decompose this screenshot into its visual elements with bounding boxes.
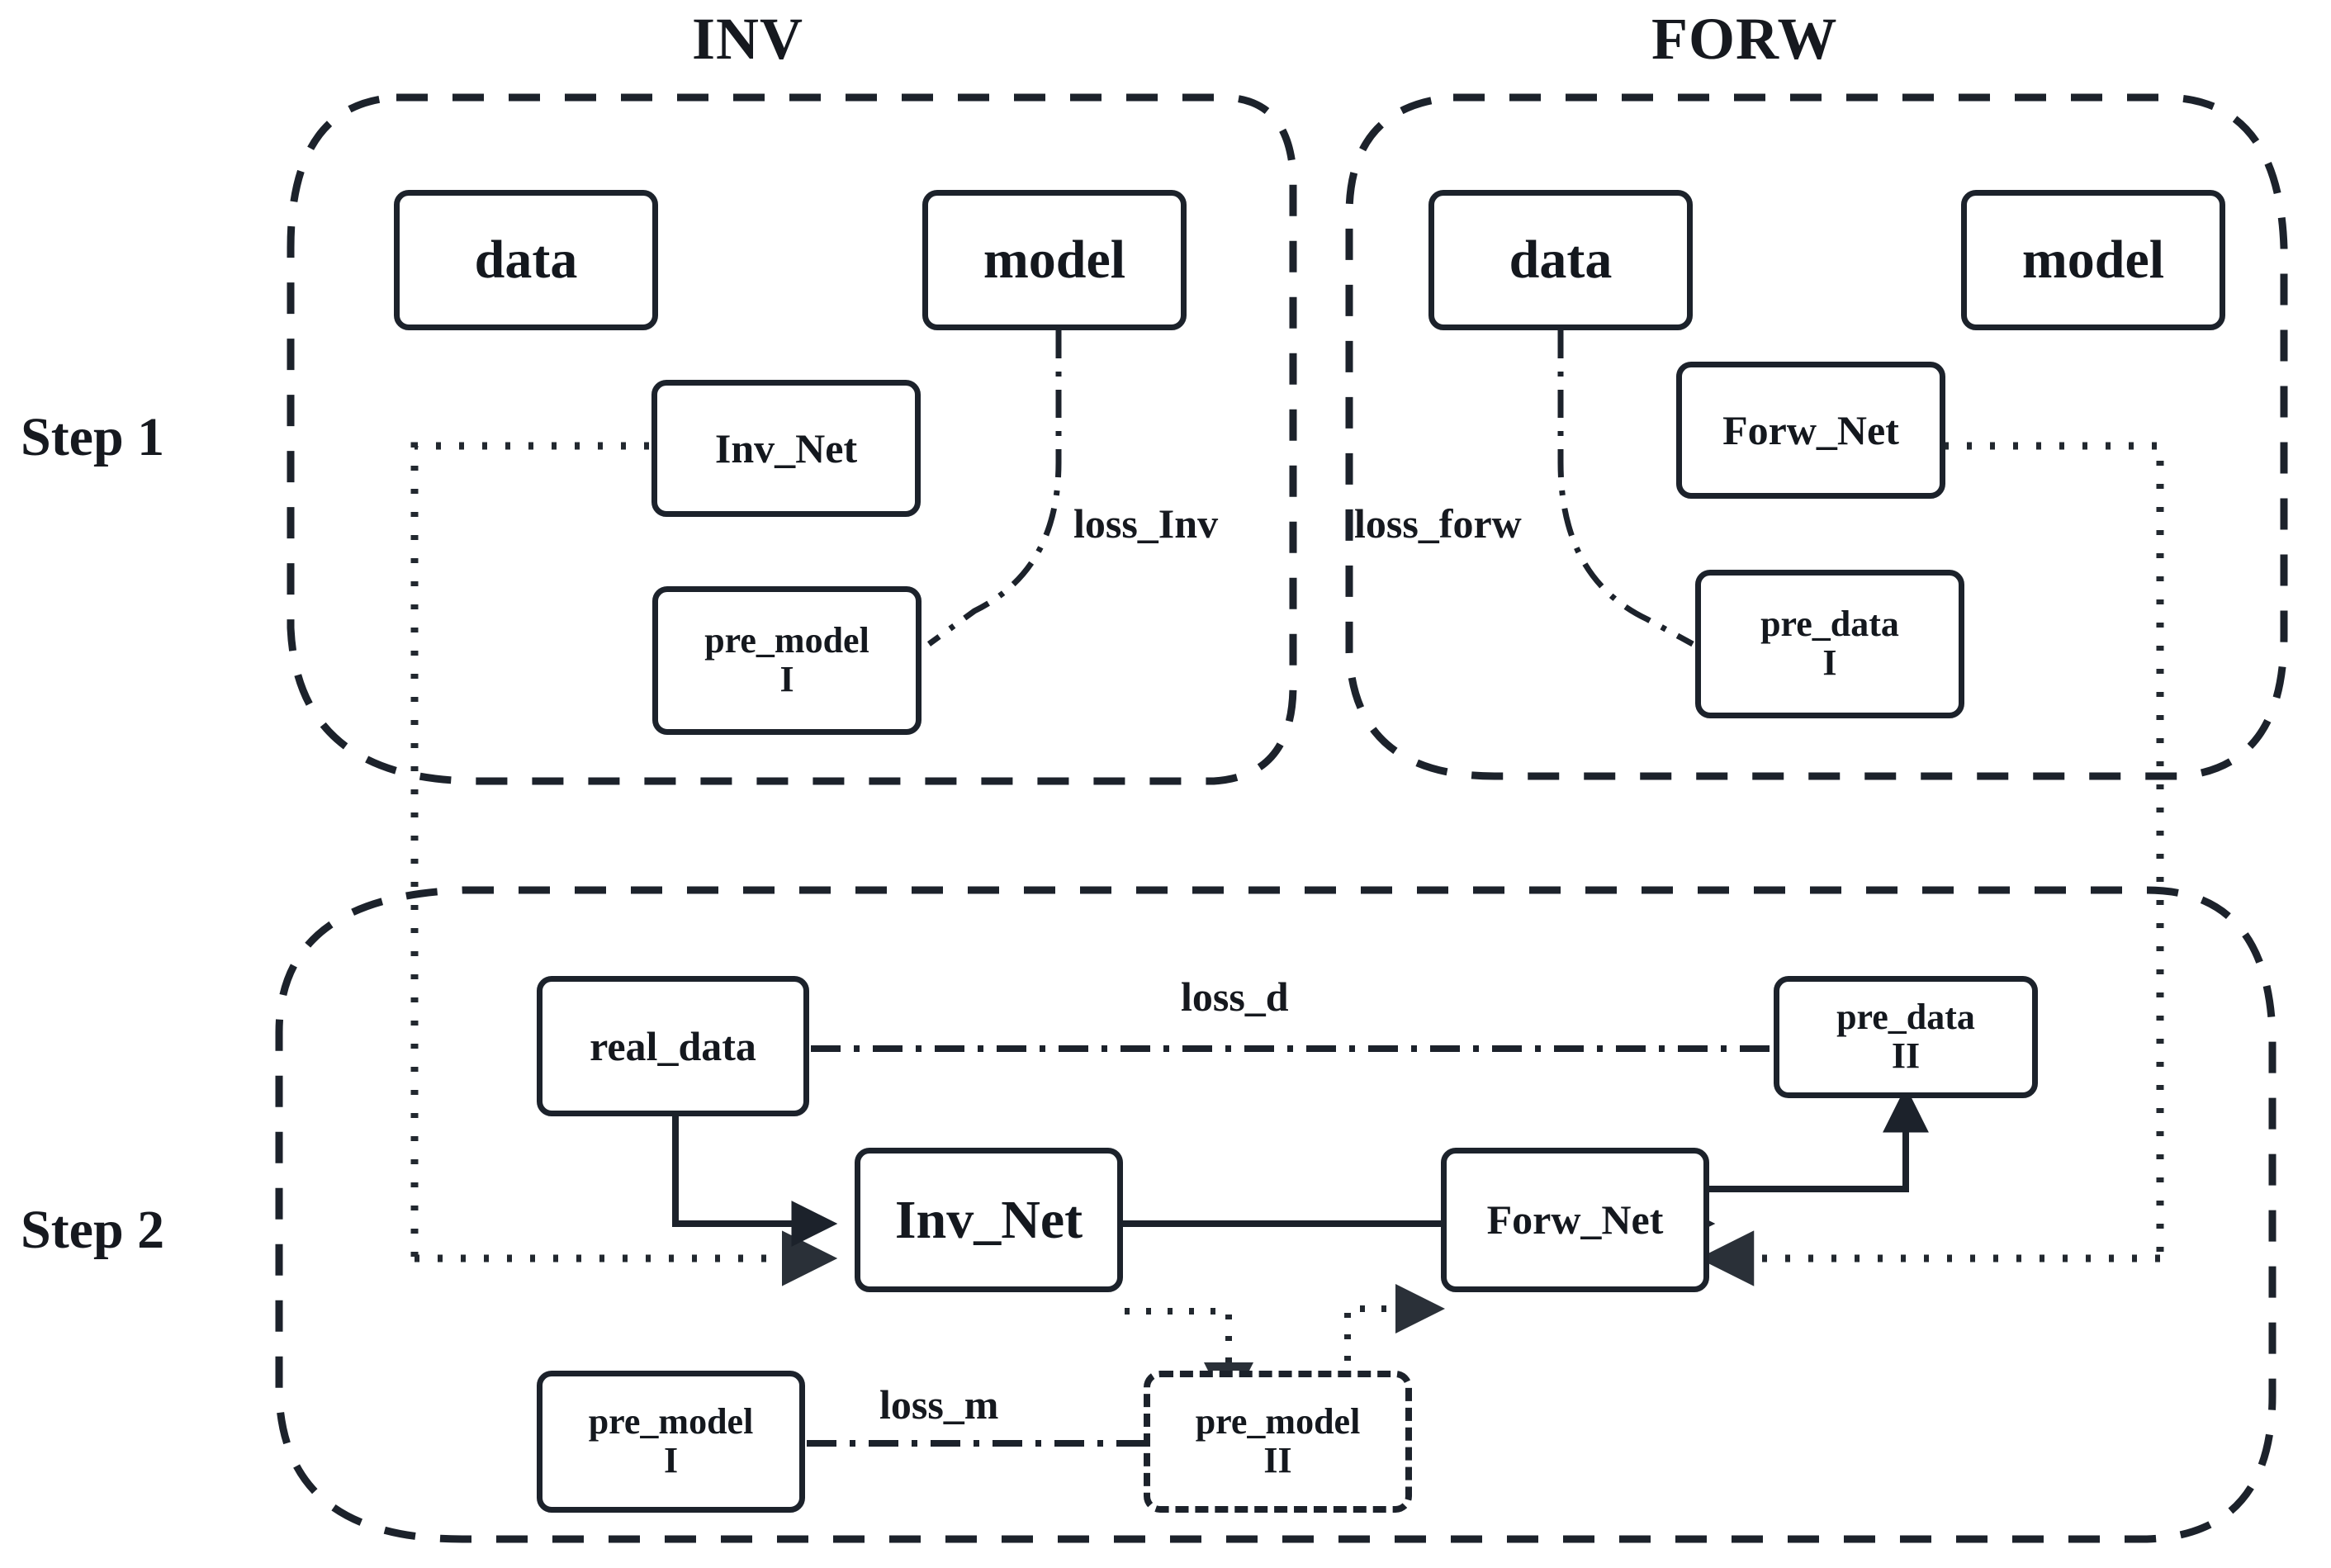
- node-forw-net-step1[interactable]: Forw_Net: [1676, 362, 1945, 499]
- node-forw-net-step1-label: Forw_Net: [1722, 406, 1899, 453]
- inv-net-weight-transfer-connector[interactable]: [410, 442, 649, 1258]
- node-pre-data-2[interactable]: pre_data II: [1774, 976, 2038, 1098]
- loss-m-label: loss_m: [879, 1381, 999, 1428]
- forw-group-title: FORW: [1651, 6, 1838, 72]
- node-pre-data-2-label: pre_data II: [1836, 997, 1975, 1076]
- node-pre-model-1-step2[interactable]: pre_model I: [537, 1371, 805, 1513]
- node-pre-model-2-label: pre_model II: [1195, 1401, 1361, 1480]
- node-inv-model-label: model: [983, 230, 1126, 291]
- pre-model-to-forw-net-connector: [1344, 1284, 1445, 1404]
- loss-inv-connector: [926, 330, 1062, 647]
- node-pre-model-1-step1[interactable]: pre_model I: [652, 586, 922, 735]
- loss-forw-label: loss_forw: [1354, 500, 1522, 547]
- node-inv-net-step2-label: Inv_Net: [894, 1189, 1083, 1250]
- node-pre-model-2[interactable]: pre_model II: [1144, 1371, 1412, 1513]
- node-real-data[interactable]: real_data: [537, 976, 809, 1116]
- real-data-to-inv-net-connector: [672, 1115, 838, 1247]
- forw-net-weight-transfer-connector[interactable]: [1944, 442, 2164, 1258]
- loss-inv-label: loss_Inv: [1073, 500, 1219, 547]
- node-forw-model-label: model: [2021, 230, 2165, 291]
- node-real-data-label: real_data: [590, 1022, 756, 1069]
- loss-d-label: loss_d: [1181, 973, 1289, 1020]
- node-inv-net-step2[interactable]: Inv_Net: [855, 1148, 1123, 1292]
- node-forw-net-step2-label: Forw_Net: [1486, 1196, 1664, 1243]
- node-inv-net-step1-label: Inv_Net: [714, 424, 858, 471]
- inv-group-title: INV: [692, 6, 804, 72]
- node-pre-model-1-step1-label: pre_model I: [704, 620, 869, 699]
- node-inv-model[interactable]: model: [922, 190, 1187, 330]
- inv-group-container: [287, 93, 1297, 785]
- node-pre-data-1-step1-label: pre_data I: [1760, 604, 1899, 683]
- node-inv-data-label: data: [474, 230, 578, 291]
- node-forw-model[interactable]: model: [1961, 190, 2225, 330]
- node-inv-net-step1[interactable]: Inv_Net: [651, 380, 921, 517]
- node-forw-data[interactable]: data: [1428, 190, 1693, 330]
- node-inv-data[interactable]: data: [394, 190, 658, 330]
- loss-forw-connector: [1557, 330, 1694, 647]
- node-forw-net-step2[interactable]: Forw_Net: [1441, 1148, 1709, 1292]
- step2-group-container: [275, 886, 2277, 1543]
- node-pre-data-1-step1[interactable]: pre_data I: [1695, 570, 1964, 718]
- forw-net-to-pre-data-connector: [1709, 1086, 1929, 1192]
- node-forw-data-label: data: [1509, 230, 1613, 291]
- node-pre-model-1-step2-label: pre_model I: [588, 1401, 754, 1480]
- step-2-label: Step 2: [21, 1200, 165, 1260]
- step-1-label: Step 1: [21, 407, 165, 467]
